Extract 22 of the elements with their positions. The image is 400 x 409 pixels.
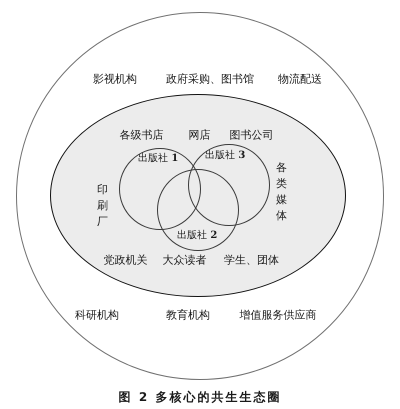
stakeholder-label: 学生、团体 bbox=[224, 254, 279, 265]
publisher-label: 出版社 1 bbox=[138, 154, 178, 164]
publisher-circle bbox=[118, 148, 200, 230]
stakeholder-label: 政府采购、图书馆 bbox=[166, 74, 254, 84]
stakeholder-label: 网店 bbox=[188, 129, 210, 140]
stakeholder-label: 各级书店 bbox=[120, 129, 164, 140]
stakeholder-label: 物流配送 bbox=[278, 74, 322, 84]
figure-caption: 图 2 多核心的共生生态圈 bbox=[118, 391, 282, 403]
stakeholder-label: 影视机构 bbox=[93, 74, 137, 84]
publisher-label: 出版社 2 bbox=[177, 231, 218, 242]
stakeholder-label: 增值服务供应商 bbox=[240, 310, 316, 320]
stakeholder-label: 科研机构 bbox=[75, 310, 119, 320]
stakeholder-label: 教育机构 bbox=[166, 310, 210, 320]
stakeholder-label: 大众读者 bbox=[162, 254, 206, 265]
publisher-label: 出版社 3 bbox=[205, 151, 246, 162]
stakeholder-label: 各类媒体 bbox=[276, 160, 287, 224]
stakeholder-label: 印刷厂 bbox=[97, 182, 108, 230]
stakeholder-label: 党政机关 bbox=[104, 254, 148, 265]
outer-ring bbox=[16, 12, 384, 380]
stakeholder-label: 图书公司 bbox=[230, 129, 274, 140]
publisher-circle bbox=[188, 144, 270, 226]
publisher-circle bbox=[156, 168, 238, 250]
